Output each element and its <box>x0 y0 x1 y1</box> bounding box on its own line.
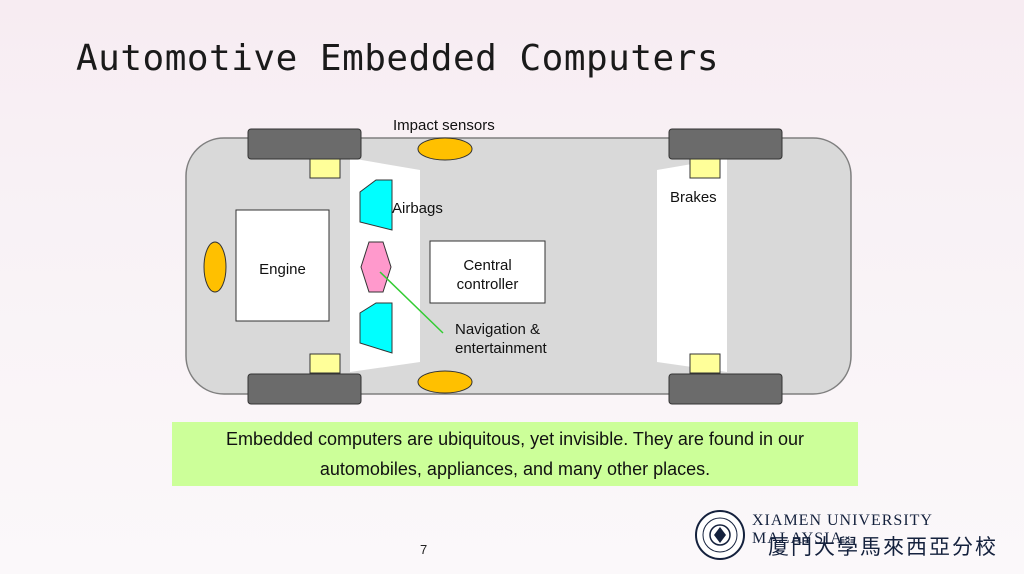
airbag-top <box>359 179 393 231</box>
impact-sensor-front <box>203 241 227 293</box>
label-brakes: Brakes <box>670 189 717 206</box>
tire-front-right <box>247 373 362 405</box>
brake-front-right <box>309 353 341 374</box>
impact-sensor-bottom <box>417 370 473 394</box>
info-callout: Embedded computers are ubiquitous, yet i… <box>172 422 858 486</box>
tire-rear-right <box>668 373 783 405</box>
page-number: 7 <box>420 542 428 557</box>
label-engine: Engine <box>259 261 306 278</box>
slide-title: Automotive Embedded Computers <box>76 38 720 79</box>
engine-box <box>235 209 330 322</box>
brake-front-left <box>309 158 341 179</box>
impact-sensor-top <box>417 137 473 161</box>
university-name-cn: 厦門大學馬來西亞分校 <box>768 535 998 559</box>
callout-text: Embedded computers are ubiquitous, yet i… <box>225 429 804 479</box>
label-navigation: Navigation & entertainment <box>455 321 547 357</box>
label-airbags: Airbags <box>392 200 443 217</box>
university-name-en: XIAMEN UNIVERSITY MALAYSIA <box>752 512 933 547</box>
university-seal-icon <box>695 510 745 560</box>
tire-front-left <box>247 128 362 160</box>
navigation-unit <box>360 241 392 293</box>
central-controller-box <box>429 240 546 304</box>
brake-rear-right <box>689 353 721 374</box>
brake-rear-left <box>689 158 721 179</box>
tire-rear-left <box>668 128 783 160</box>
airbag-bottom <box>359 302 393 354</box>
rear-window <box>657 158 727 372</box>
label-central-controller: Central controller <box>456 257 519 293</box>
label-impact-sensors: Impact sensors <box>393 117 495 134</box>
navigation-leader-line <box>379 271 444 334</box>
